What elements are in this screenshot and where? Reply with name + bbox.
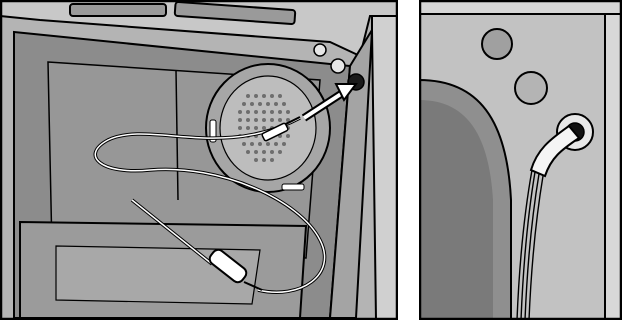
- right-frame: [605, 14, 622, 320]
- fan-cover-inner: [220, 76, 316, 180]
- socket-closeup-panel: [419, 0, 622, 320]
- wall-dot-lower: [331, 59, 345, 73]
- oven-interior-panel: [0, 0, 398, 320]
- oven-interior-illustration: [0, 0, 398, 320]
- top-vent-slot-left: [70, 4, 166, 16]
- socket-closeup-illustration: [419, 0, 622, 320]
- wall-button-lower: [515, 72, 547, 104]
- fan-clip-bottom: [282, 184, 304, 190]
- oven-door-frame: [372, 16, 398, 320]
- wall-button-upper: [482, 29, 512, 59]
- wall-dot-upper: [314, 44, 326, 56]
